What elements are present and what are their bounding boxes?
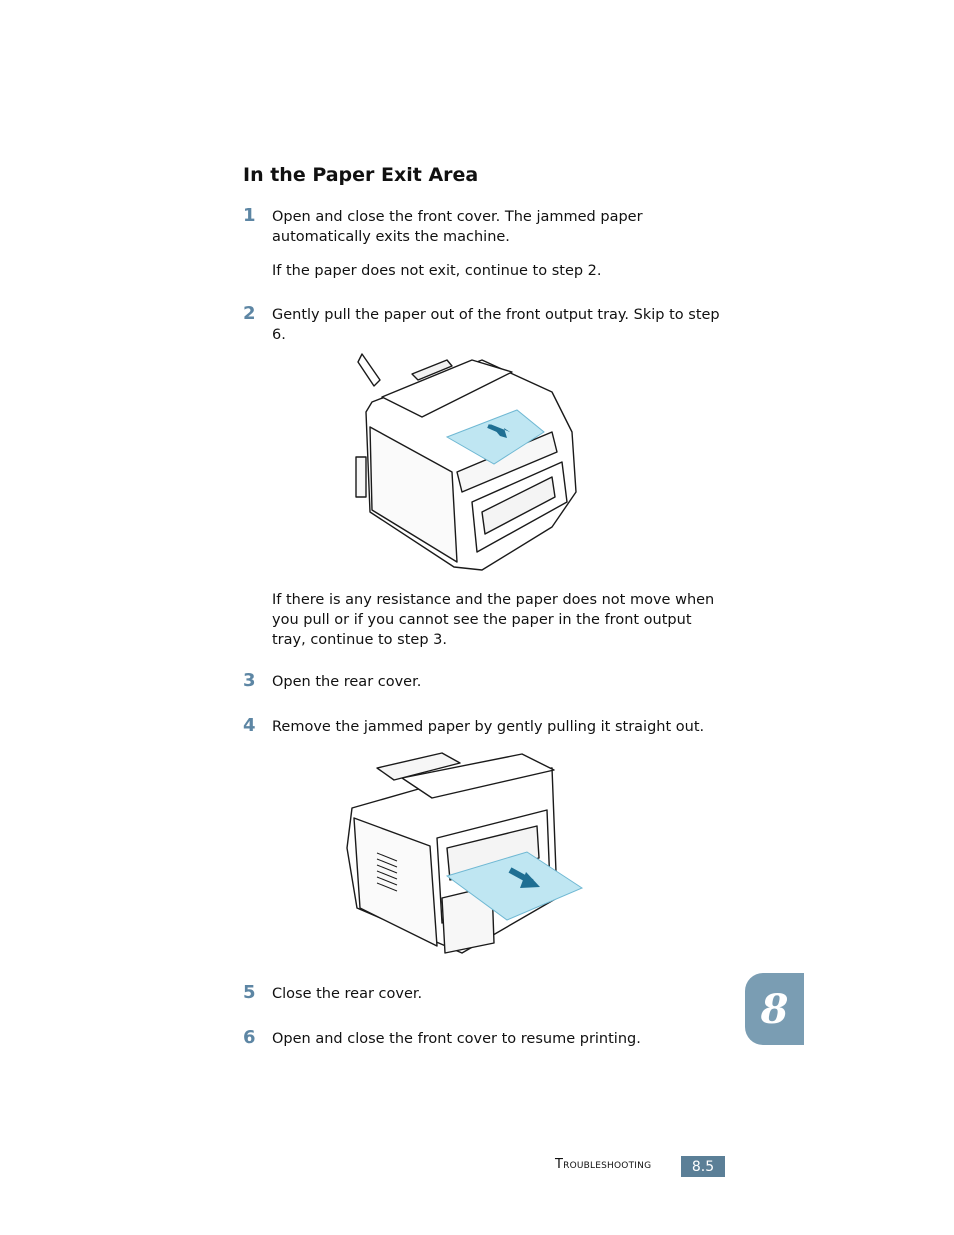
step-number-6: 6: [243, 1027, 256, 1048]
section-heading: In the Paper Exit Area: [243, 164, 479, 186]
step-number-4: 4: [243, 715, 256, 736]
step-number-1: 1: [243, 205, 256, 226]
chapter-tab: 8: [745, 973, 804, 1045]
step-note-1: If the paper does not exit, continue to …: [272, 263, 602, 279]
rear-cover-illustration: [346, 752, 584, 954]
step-number-2: 2: [243, 303, 256, 324]
step-text-2: Gently pull the paper out of the front o…: [272, 307, 720, 343]
step-number-5: 5: [243, 982, 256, 1003]
front-output-tray-illustration: [355, 353, 577, 571]
step-text-6: Open and close the front cover to resume…: [272, 1031, 641, 1047]
step-text-1: Open and close the front cover. The jamm…: [272, 209, 643, 245]
footer-section-label: Troubleshooting: [555, 1157, 652, 1172]
step-text-4: Remove the jammed paper by gently pullin…: [272, 719, 705, 735]
step-number-3: 3: [243, 670, 256, 691]
footer-page-number: 8.5: [681, 1156, 725, 1177]
step-text-3: Open the rear cover.: [272, 674, 422, 690]
step-note-2: If there is any resistance and the paper…: [272, 592, 715, 648]
step-text-5: Close the rear cover.: [272, 986, 423, 1002]
